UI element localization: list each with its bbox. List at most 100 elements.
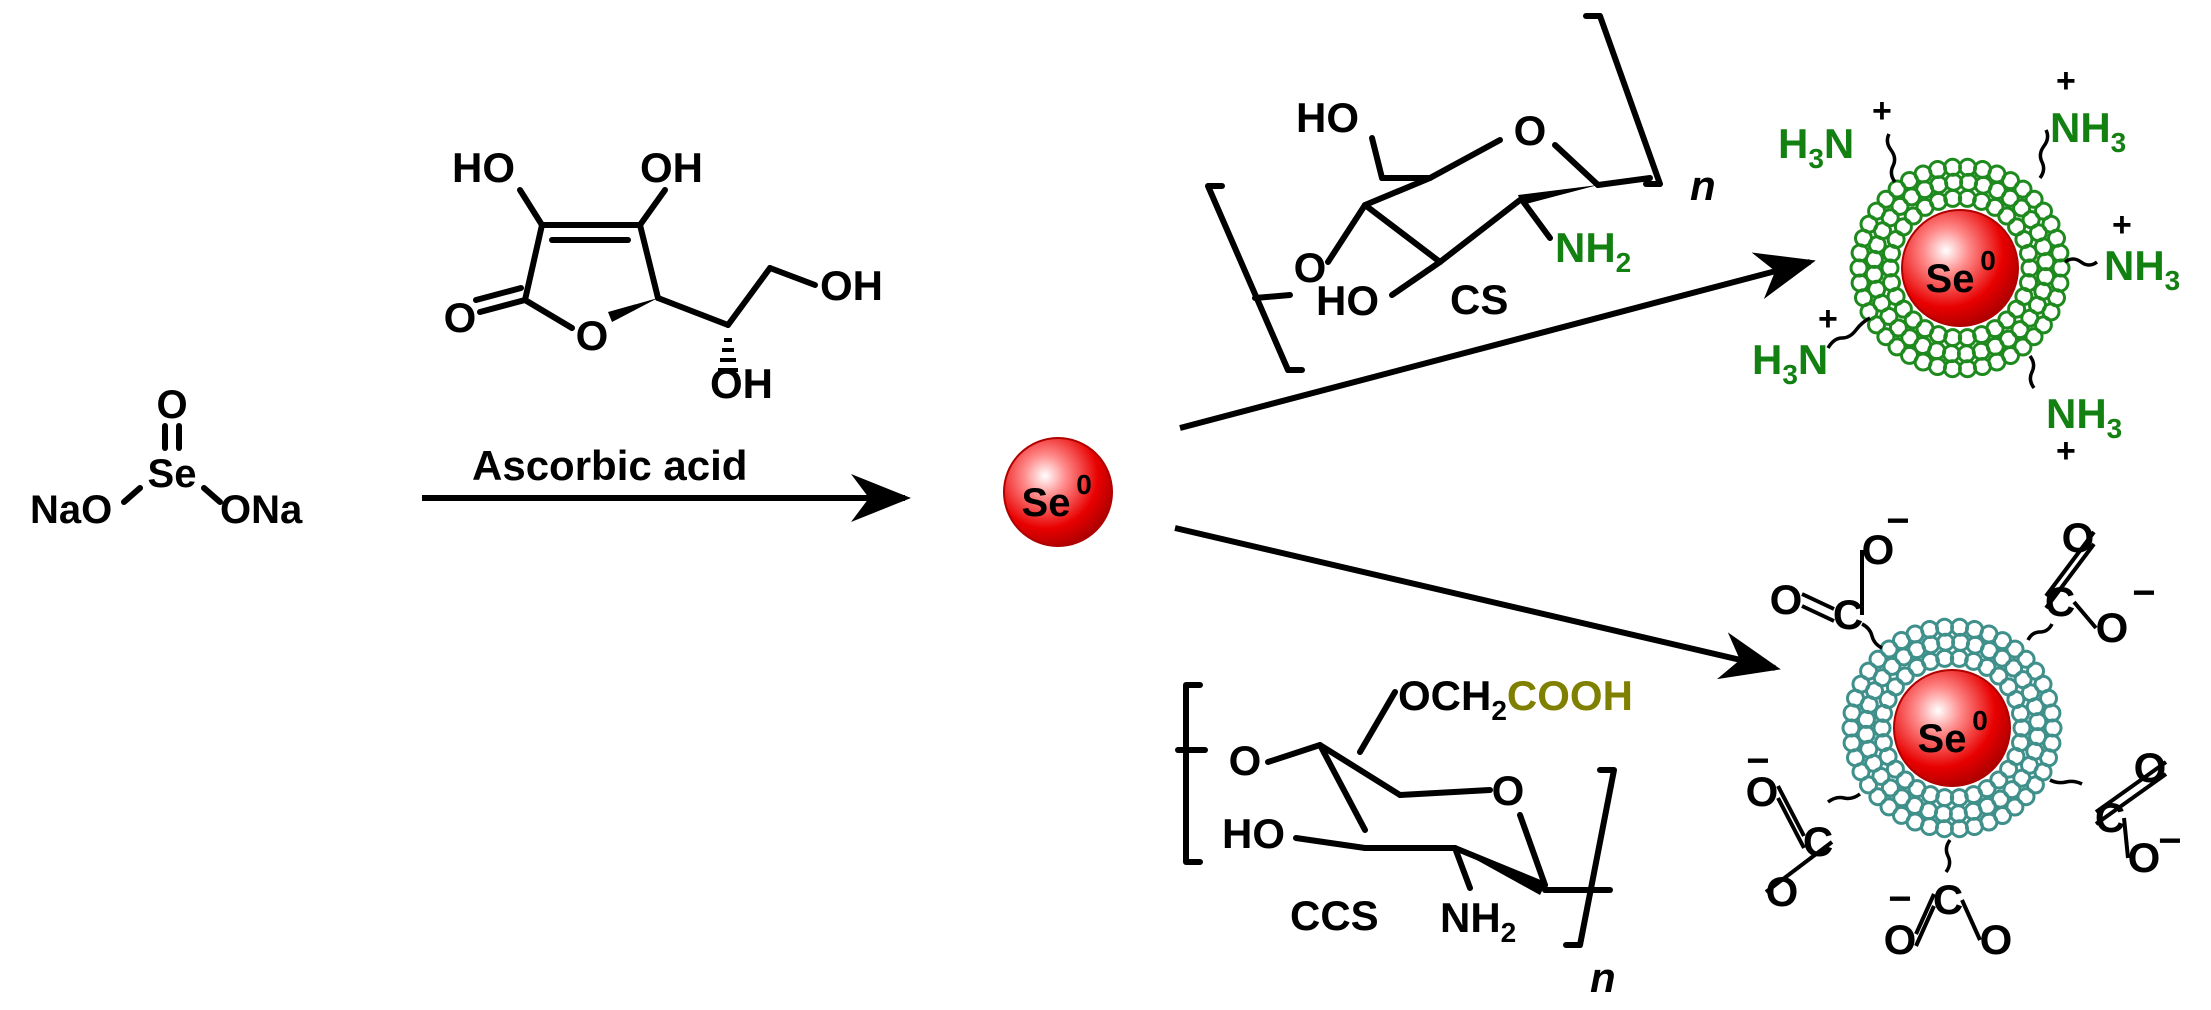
- shell-bead: [1859, 661, 1879, 681]
- carboxylate-minus-5: −: [1888, 877, 1911, 921]
- selenite-se-atom: Se: [148, 452, 197, 496]
- shell-bead: [2043, 718, 2063, 738]
- shell-bead: [1887, 179, 1907, 199]
- shell-bead: [2005, 797, 2025, 817]
- shell-bead: [2012, 198, 2032, 218]
- ascorbic-acid-structure: HO OH O O OH OH: [444, 144, 883, 407]
- shell-bead: [2028, 712, 2048, 732]
- carboxylate-bond: [2072, 600, 2098, 630]
- shell-bead: [1921, 635, 1941, 655]
- shell-bead: [1964, 817, 1984, 836]
- cs-amine-top-right: NH3: [2050, 104, 2126, 158]
- shell-bead: [2013, 179, 2033, 199]
- shell-bead: [1867, 201, 1887, 221]
- carboxylate-o-double-1: O: [1770, 576, 1803, 623]
- cs-amine-bottom: NH3: [2046, 390, 2122, 444]
- carboxylate-bond: [1914, 905, 1936, 947]
- shell-bead: [1992, 648, 2012, 668]
- carboxylate-o-double-5: O: [1884, 916, 1917, 963]
- shell-bead: [1920, 620, 1940, 639]
- cs-particle-se: Se: [1926, 257, 1975, 301]
- shell-bead: [2033, 315, 2053, 335]
- carboxylate-c-5: C: [1933, 876, 1963, 923]
- carboxylate-bond: [2044, 542, 2096, 610]
- selenite-nao-label: NaO: [30, 488, 112, 532]
- shell-bead: [2036, 252, 2056, 272]
- carboxylate-minus-2: −: [2132, 571, 2155, 615]
- shell-bead: [2004, 658, 2024, 678]
- selenite-ona-label: ONa: [220, 488, 303, 532]
- shell-bead: [1892, 788, 1912, 808]
- carboxylate-bond: [1776, 785, 1806, 837]
- cs-plus-1: +: [1872, 92, 1892, 130]
- ccs-particle-se: Se: [1918, 717, 1967, 761]
- cs-plus-3: +: [2112, 206, 2132, 244]
- shell-bead: [1963, 801, 1983, 821]
- ccs-nh2: NH2: [1440, 894, 1516, 948]
- arrow-to-ccs-particle: [1174, 525, 1781, 680]
- selenite-o-top: O: [156, 383, 187, 427]
- carboxylate-o-single-4: O: [1766, 868, 1799, 915]
- shell-bead: [2007, 299, 2027, 319]
- shell-bead: [1928, 160, 1948, 179]
- chitosan-structure: n HO O NH2 O HO CS: [1205, 13, 1716, 373]
- carboxylate-o-double-4: O: [1746, 768, 1779, 815]
- shell-bead: [1893, 217, 1913, 237]
- ccs-abbr: CCS: [1290, 892, 1379, 939]
- shell-bead: [1887, 337, 1907, 357]
- carboxylate-bond: [1914, 893, 1936, 935]
- shell-bead: [2013, 337, 2033, 357]
- cs-plus-5: +: [2056, 432, 2076, 470]
- cs-ho-bottom: HO: [1316, 277, 1379, 324]
- ascorbic-ring-o: O: [576, 312, 609, 359]
- shell-bead: [1888, 318, 1908, 338]
- shell-bead: [1900, 345, 1919, 365]
- carboxylate-bond: [1776, 797, 1806, 849]
- carboxylate-bond: [1764, 840, 1834, 894]
- shell-bead: [2024, 189, 2044, 209]
- shell-bead: [1895, 770, 1915, 790]
- shell-bead: [1879, 797, 1899, 817]
- shell-bead: [1903, 310, 1923, 330]
- shell-bead: [1868, 649, 1888, 669]
- carboxylate-minus-1: −: [1886, 499, 1909, 543]
- cs-plus-2: +: [2056, 62, 2076, 100]
- carboxylate-c-4: C: [1803, 818, 1833, 865]
- shell-bead: [2016, 787, 2036, 807]
- ascorbic-oh-bottom-label: OH: [710, 360, 773, 407]
- se-symbol: Se: [1022, 481, 1071, 525]
- carboxylate-o-single-3: O: [2128, 834, 2161, 881]
- carboxylate-o-single-1: O: [1862, 526, 1895, 573]
- shell-bead: [1880, 778, 1900, 798]
- shell-bead: [2051, 258, 2071, 278]
- shell-bead: [1892, 805, 1911, 825]
- shell-bead: [2024, 327, 2044, 347]
- cs-repeat-n: n: [1690, 162, 1716, 209]
- carboxylate-minus-4: −: [1746, 739, 1769, 783]
- shell-bead: [1989, 666, 2009, 686]
- ascorbic-ho-label: HO: [452, 144, 515, 191]
- ccs-ho: HO: [1222, 810, 1285, 857]
- ccs-och2: OCH2COOH: [1398, 672, 1633, 726]
- shell-bead: [1972, 357, 1992, 376]
- arrow-to-cs-particle: [1179, 252, 1816, 431]
- cs-ring-o: O: [1514, 107, 1547, 154]
- cs-plus-4: +: [1818, 300, 1838, 338]
- shell-bead: [2016, 649, 2036, 669]
- shell-bead: [1929, 175, 1949, 195]
- ccs-shell: [1841, 617, 2063, 839]
- shell-bead: [2001, 171, 2020, 191]
- shell-bead: [1900, 328, 1920, 348]
- carboxylate-bond: [2094, 772, 2168, 826]
- shell-bead: [1868, 787, 1888, 807]
- ccs-repeat-n: n: [1590, 954, 1616, 1001]
- ccs-particle-charge: 0: [1972, 705, 1988, 736]
- cs-particle-charge: 0: [1980, 245, 1996, 276]
- cs-ho-top: HO: [1296, 94, 1359, 141]
- carboxylate-bond: [2044, 530, 2096, 598]
- shell-bead: [1876, 327, 1896, 347]
- carboxymethyl-chitosan-structure: n OCH2COOH O O HO NH2 CCS: [1175, 672, 1633, 1001]
- carboxylate-bond: [1801, 592, 1835, 611]
